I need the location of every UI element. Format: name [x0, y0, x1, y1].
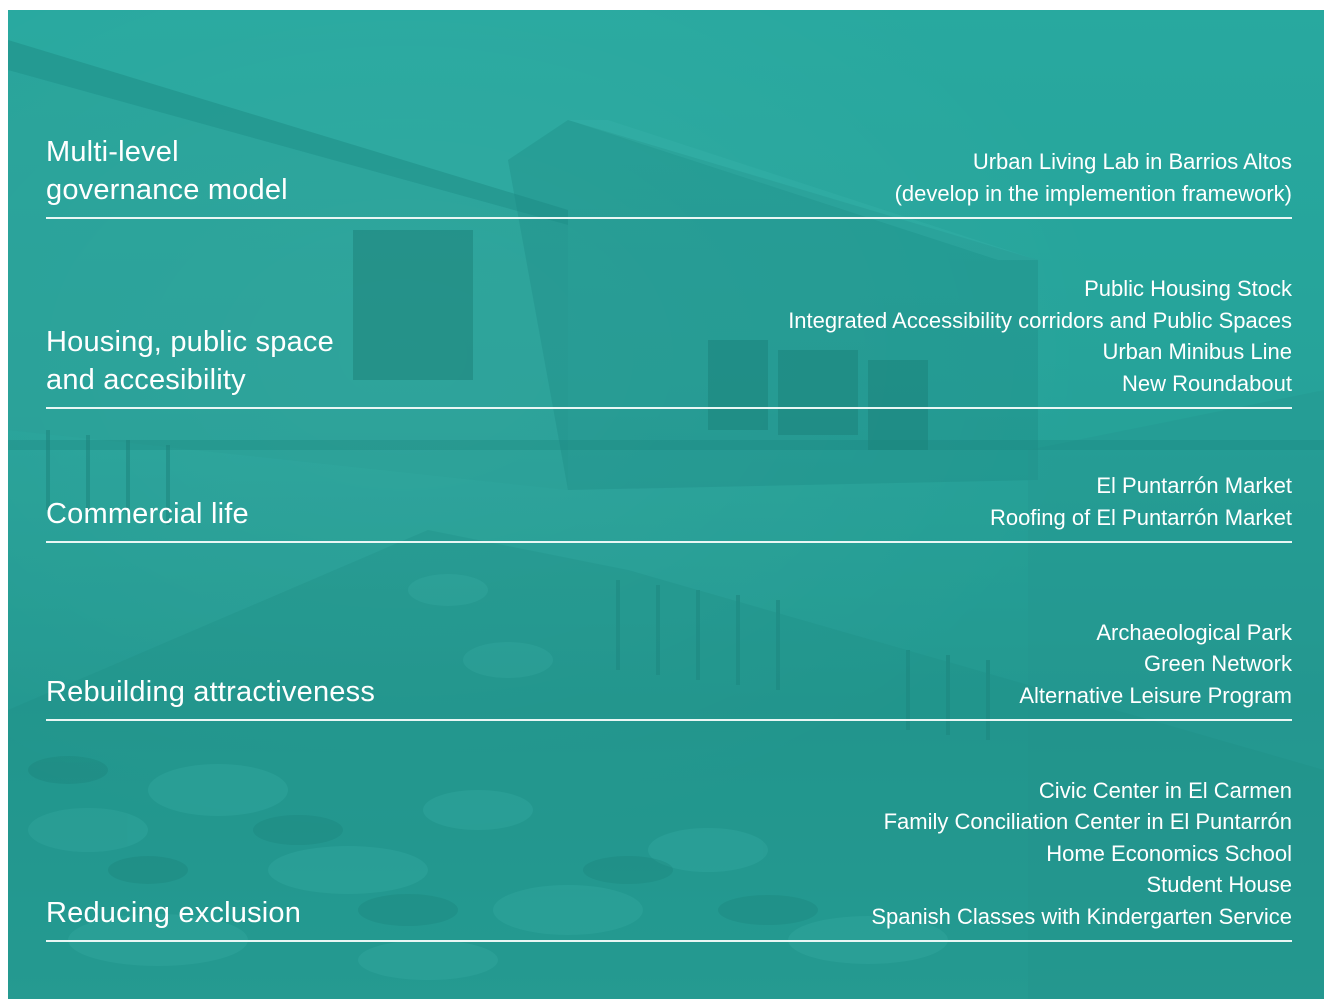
- list-item: El Puntarrón Market: [1096, 473, 1292, 498]
- section-title: Reducing exclusion: [46, 897, 302, 929]
- list-item: Integrated Accessibility corridors and P…: [788, 307, 1292, 333]
- divider: [46, 541, 1292, 543]
- list-item: Family Conciliation Center in El Puntarr…: [883, 809, 1292, 834]
- poster: Multi-level governance model Urban Livin…: [8, 10, 1324, 999]
- section-items: Urban Living Lab in Barrios Altos (devel…: [895, 146, 1292, 209]
- section-title: Rebuilding attractiveness: [46, 676, 376, 708]
- section-title: Multi-level governance model: [46, 136, 288, 206]
- divider: [46, 719, 1292, 721]
- section-attractiveness: Rebuilding attractiveness Archaeological…: [46, 615, 1292, 721]
- list-item: Home Economics School: [1046, 840, 1292, 866]
- list-item: Alternative Leisure Program: [1019, 682, 1292, 708]
- section-title: Commercial life: [46, 498, 249, 530]
- list-item: Public Housing Stock: [1084, 276, 1292, 301]
- section-items: Public Housing Stock Integrated Accessib…: [788, 273, 1292, 399]
- list-item: Archaeological Park: [1096, 619, 1292, 645]
- list-item: Spanish Classes with Kindergarten Servic…: [871, 903, 1292, 929]
- section-items: Civic Center in El Carmen Family Concili…: [871, 775, 1292, 933]
- section-exclusion: Reducing exclusion Civic Center in El Ca…: [46, 775, 1292, 942]
- section-items: Archaeological Park Green Network Altern…: [1019, 617, 1292, 712]
- list-item: Civic Center in El Carmen: [1038, 777, 1292, 803]
- list-item: New Roundabout: [1121, 370, 1292, 396]
- section-title: Housing, public space and accesibility: [46, 326, 334, 396]
- list-item: (develop in the implemention framework): [894, 180, 1292, 206]
- section-items: El Puntarrón Market Roofing of El Puntar…: [990, 470, 1292, 533]
- list-item: Green Network: [1144, 651, 1292, 676]
- section-commercial: Commercial life El Puntarrón Market Roof…: [46, 470, 1292, 543]
- divider: [46, 940, 1292, 942]
- list-item: Roofing of El Puntarrón Market: [989, 504, 1292, 530]
- list-item: Student House: [1146, 872, 1292, 897]
- section-governance: Multi-level governance model Urban Livin…: [46, 130, 1292, 219]
- section-housing: Housing, public space and accesibility P…: [46, 270, 1292, 409]
- list-item: Urban Living Lab in Barrios Altos: [972, 149, 1292, 174]
- list-item: Urban Minibus Line: [1102, 339, 1292, 364]
- divider: [46, 407, 1292, 409]
- divider: [46, 217, 1292, 219]
